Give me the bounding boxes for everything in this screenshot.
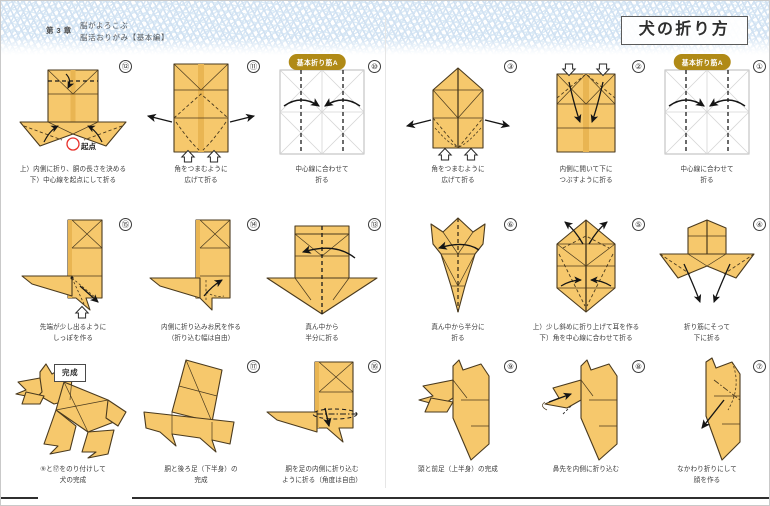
step-cell: ⑧ 鼻先を内側に折り込む <box>523 356 649 476</box>
step-number: ⑬ <box>368 218 381 231</box>
step-cell: 基本折り筋A ⑩ 中心線に合わせて 折る <box>259 54 385 186</box>
step-cell: ② 内側に開いて下に つぶすように折る <box>523 56 649 186</box>
origami-diagram: ② <box>523 56 649 164</box>
step-caption: 角をつまむように 広げて折る <box>431 166 485 184</box>
step-cell: ⑥ 真ん中から半分に 折る <box>395 214 521 344</box>
step-caption: 真ん中から 半分に折る <box>305 324 339 342</box>
step-number: ⑤ <box>632 218 645 231</box>
step-number: ⑦ <box>753 360 766 373</box>
origami-diagram: 起点 ⑫ <box>10 56 136 164</box>
origami-diagram: ⑬ <box>259 214 385 322</box>
step-caption: 上）少し斜めに折り上げて耳を作る 下）角を中心線に合わせて折る <box>532 324 640 342</box>
left-column: 起点 ⑫ 上）内側に折り、胴の長さを決める 下）中心線を起点にして折る ⑪ 角をつま… <box>0 54 385 496</box>
step-cell: ④ 折り筋にそって 下に折る <box>644 214 770 344</box>
step-caption: なかわり折りにして 顔を作る <box>677 466 737 484</box>
step-caption: 胴を足の内側に折り込む ように折る（角度は自由） <box>282 466 362 484</box>
origami-diagram: 基本折り筋A ① <box>644 54 770 164</box>
step-caption: 鼻先を内側に折り込む <box>552 466 620 473</box>
step-caption: 胴と後ろ足（下半身）の 完成 <box>164 466 238 484</box>
step-cell: ⑤ 上）少し斜めに折り上げて耳を作る 下）角を中心線に合わせて折る <box>523 214 649 344</box>
step-number: ④ <box>753 218 766 231</box>
step-cell: ⑬ 真ん中から 半分に折る <box>259 214 385 344</box>
step-number: ⑧ <box>632 360 645 373</box>
origami-diagram: ⑨ <box>395 356 521 464</box>
right-column: ③ 角をつまむように 広げて折る ② 内側に開いて下に つぶすように折る <box>385 54 770 496</box>
step-number: ⑮ <box>119 218 132 231</box>
origami-diagram: ⑥ <box>395 214 521 322</box>
step-cell: ⑯ 胴を足の内側に折り込む ように折る（角度は自由） <box>259 356 385 486</box>
page-title-box: 犬の折り方 <box>620 16 748 45</box>
step-cell: 起点 ⑫ 上）内側に折り、胴の長さを決める 下）中心線を起点にして折る <box>10 56 136 186</box>
step-cell: 基本折り筋A ① 中心線に合わせて 折る <box>644 54 770 186</box>
step-caption: 内側に開いて下に つぶすように折る <box>559 166 613 184</box>
step-caption: 内側に折り込みお尻を作る （折り込む幅は自由） <box>161 324 241 342</box>
origami-diagram: ④ <box>644 214 770 322</box>
origami-diagram: 基本折り筋A ⑩ <box>259 54 385 164</box>
column-divider <box>385 18 386 488</box>
step-number: ⑫ <box>119 60 132 73</box>
basic-crease-badge: 基本折り筋A <box>673 54 732 70</box>
step-number: ⑭ <box>247 218 260 231</box>
step-cell: ⑮ 先端が少し出るように しっぽを作る <box>10 214 136 344</box>
step-number: ② <box>632 60 645 73</box>
step-cell: ⑰ 胴と後ろ足（下半身）の 完成 <box>138 356 264 486</box>
page-title: 犬の折り方 <box>638 21 730 38</box>
origami-diagram: ⑧ <box>523 356 649 464</box>
origami-diagram: ③ <box>395 56 521 164</box>
chapter-title: 脳がよろこぶ 脳活おりがみ【基本編】 <box>80 21 170 42</box>
origami-diagram: ⑭ <box>138 214 264 322</box>
step-number: ⑩ <box>368 60 381 73</box>
basic-crease-badge: 基本折り筋A <box>288 54 347 70</box>
complete-label: 完成 <box>54 364 87 382</box>
step-caption: 先端が少し出るように しっぽを作る <box>39 324 107 342</box>
step-cell: ⑦ なかわり折りにして 顔を作る <box>644 356 770 486</box>
step-caption: 折り筋にそって 下に折る <box>683 324 731 342</box>
origami-diagram: ⑯ <box>259 356 385 464</box>
step-caption: 頭と前足（上半身）の完成 <box>418 466 498 473</box>
origami-diagram: ⑪ <box>138 56 264 164</box>
footer-rule-right <box>132 497 770 499</box>
footer-rule-left <box>0 497 38 499</box>
step-caption: ⑨と⑰をのり付けして 犬の完成 <box>40 466 106 484</box>
step-caption: 上）内側に折り、胴の長さを決める 下）中心線を起点にして折る <box>19 166 127 184</box>
svg-text:起点: 起点 <box>80 141 96 151</box>
step-caption: 中心線に合わせて 折る <box>680 166 734 184</box>
step-caption: 真ん中から半分に 折る <box>431 324 485 342</box>
step-number: ③ <box>504 60 517 73</box>
step-number: ⑨ <box>504 360 517 373</box>
step-cell: ⑭ 内側に折り込みお尻を作る （折り込む幅は自由） <box>138 214 264 344</box>
step-number: ⑥ <box>504 218 517 231</box>
step-cell: 完成 ⑨と⑰をのり付けして 犬の完成 <box>10 356 136 486</box>
step-number: ⑯ <box>368 360 381 373</box>
step-cell: ⑨ 頭と前足（上半身）の完成 <box>395 356 521 476</box>
step-caption: 中心線に合わせて 折る <box>295 166 349 184</box>
step-cell: ③ 角をつまむように 広げて折る <box>395 56 521 186</box>
origami-diagram: ⑦ <box>644 356 770 464</box>
origami-diagram: ⑮ <box>10 214 136 322</box>
step-number: ⑰ <box>247 360 260 373</box>
origami-diagram: ⑰ <box>138 356 264 464</box>
step-caption: 角をつまむように 広げて折る <box>174 166 228 184</box>
step-number: ① <box>753 60 766 73</box>
step-number: ⑪ <box>247 60 260 73</box>
origami-diagram: 完成 <box>10 356 136 464</box>
chapter-label: 第 3 章 <box>46 26 72 35</box>
origami-diagram: ⑤ <box>523 214 649 322</box>
step-cell: ⑪ 角をつまむように 広げて折る <box>138 56 264 186</box>
